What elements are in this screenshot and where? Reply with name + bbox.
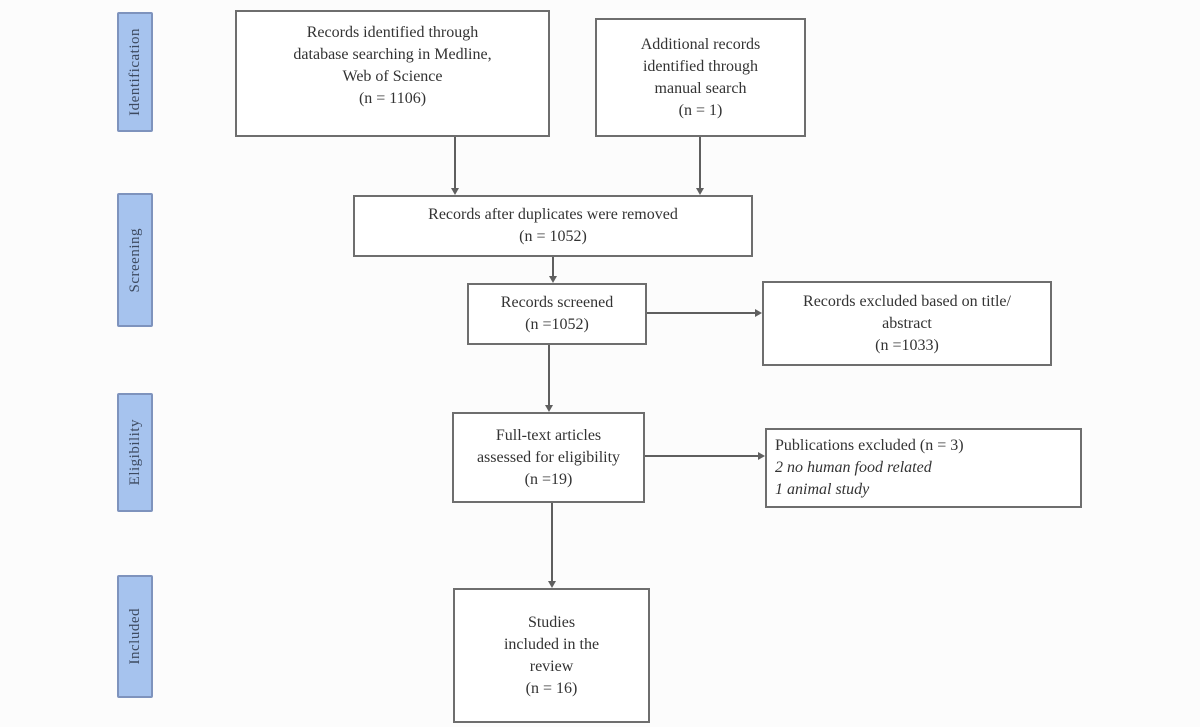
node-text-line: (n =1033) <box>875 336 939 354</box>
node-text-line: Studies <box>527 613 576 631</box>
node-text-line: (n = 1052) <box>519 228 587 245</box>
stage-label-identification-text: Identification <box>126 28 143 116</box>
connector-database-to-duplicates <box>454 137 456 189</box>
node-text-line: included in the <box>503 635 600 653</box>
node-text-line: (n =1052) <box>525 316 589 333</box>
node-text-line: Records after duplicates were removed <box>428 206 678 223</box>
node-text-line: assessed for eligibility <box>476 448 621 466</box>
connector-screened-to-excluded <box>647 312 756 314</box>
node-text-line: identified through <box>642 57 759 75</box>
node-text-line: 1 animal study <box>775 481 870 498</box>
stage-label-included-text: Included <box>126 608 143 665</box>
node-text-line: Records excluded based on title/ <box>803 292 1011 310</box>
connector-screened-to-fulltext <box>548 345 550 406</box>
connector-duplicates-to-screened <box>552 257 554 277</box>
connector-fulltext-to-excluded <box>645 455 759 457</box>
node-text-line: Additional records <box>640 35 761 53</box>
node-text-line: (n = 1) <box>678 101 723 119</box>
node-text-line: database searching in Medline, <box>293 46 492 63</box>
arrowhead-fulltext-to-included <box>548 581 556 588</box>
arrowhead-screened-to-excluded <box>755 309 762 317</box>
arrowhead-duplicates-to-screened <box>549 276 557 283</box>
node-text-line: Records identified through <box>306 24 479 41</box>
stage-label-identification: Identification <box>117 12 153 132</box>
arrowhead-screened-to-fulltext <box>545 405 553 412</box>
node-text-line: abstract <box>882 314 932 332</box>
connector-fulltext-to-included <box>551 503 553 582</box>
stage-label-included: Included <box>117 575 153 698</box>
node-duplicates-removed: Records after duplicates were removed (n… <box>353 195 753 257</box>
node-text-line: 2 no human food related <box>775 459 932 476</box>
node-fulltext-assessed: Full-text articles assessed for eligibil… <box>452 412 645 503</box>
node-text-line: Full-text articles <box>495 426 602 444</box>
node-text-line: manual search <box>654 79 747 97</box>
node-additional-records-manual: Additional records identified through ma… <box>595 18 806 137</box>
node-text-line: Records screened <box>500 294 614 311</box>
node-text-line: Publications excluded (n = 3) <box>775 437 964 454</box>
stage-label-screening: Screening <box>117 193 153 327</box>
node-text-line: (n =19) <box>524 470 573 488</box>
node-records-excluded-title-abstract: Records excluded based on title/ abstrac… <box>762 281 1052 366</box>
stage-label-eligibility: Eligibility <box>117 393 153 512</box>
arrowhead-manual-to-duplicates <box>696 188 704 195</box>
node-text-line: Web of Science <box>342 68 443 85</box>
node-records-identified-database: Records identified through database sear… <box>235 10 550 137</box>
node-text-line: (n = 16) <box>525 679 578 697</box>
connector-manual-to-duplicates <box>699 137 701 189</box>
stage-label-eligibility-text: Eligibility <box>126 419 143 486</box>
node-publications-excluded: Publications excluded (n = 3) 2 no human… <box>765 428 1082 508</box>
node-studies-included: Studies included in the review (n = 16) <box>453 588 650 723</box>
node-text-line: (n = 1106) <box>358 90 427 107</box>
stage-label-screening-text: Screening <box>126 227 143 293</box>
node-text-line: review <box>529 657 574 675</box>
arrowhead-database-to-duplicates <box>451 188 459 195</box>
node-records-screened: Records screened (n =1052) <box>467 283 647 345</box>
arrowhead-fulltext-to-excluded <box>758 452 765 460</box>
